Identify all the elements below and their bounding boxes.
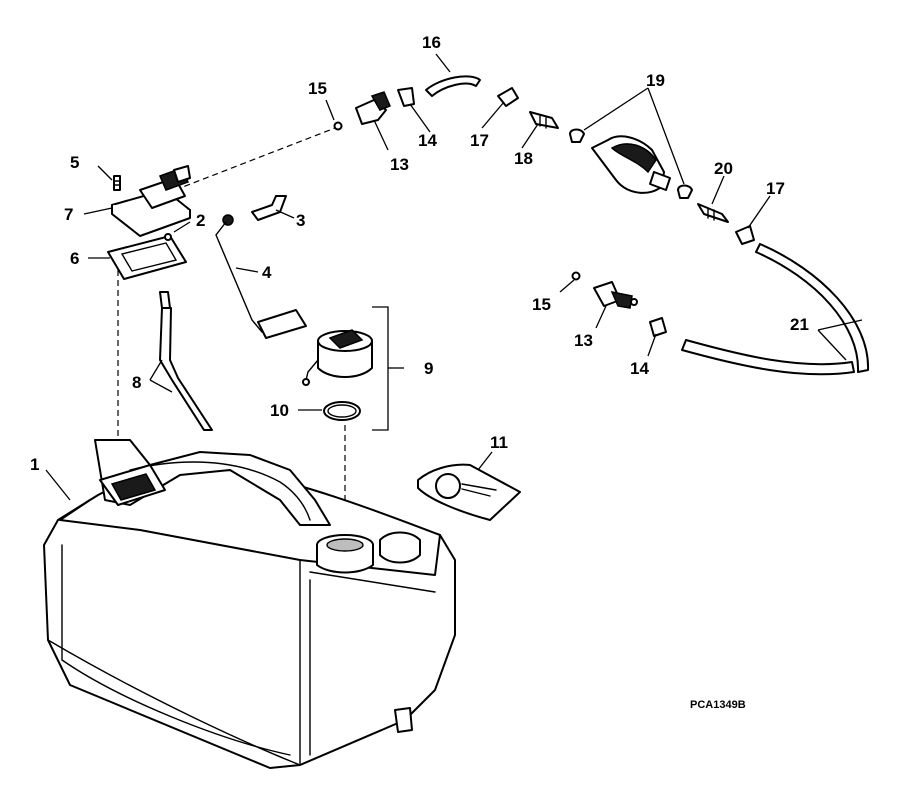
callout-11: 11 [490,433,508,452]
callout-4: 4 [262,263,272,282]
clamp-lower-14 [649,317,667,337]
callouts: 1 2 3 4 5 6 7 8 9 10 11 13 13 14 14 15 1… [30,33,809,711]
clamp-19a [569,128,585,143]
callout-1: 1 [30,455,39,474]
callout-18: 18 [514,149,533,168]
callout-7: 7 [64,205,73,224]
primer-bulb [591,135,671,194]
screw [113,175,121,191]
o-ring-lower [571,271,581,281]
fuel-hose-long [755,243,870,373]
callout-5: 5 [70,153,79,172]
callout-6: 6 [70,249,79,268]
hose-short [425,75,481,97]
callout-8: 8 [132,373,141,392]
clamp-right-17 [735,225,755,245]
callout-13-upper: 13 [390,155,409,174]
callout-13-lower: 13 [574,331,593,350]
bracket-9 [372,306,389,431]
leader-lines [45,53,863,501]
clamp-upper-17 [497,87,519,107]
connector-lower [593,281,638,309]
callout-9: 9 [424,359,433,378]
callout-14-upper: 14 [418,131,437,150]
callout-3: 3 [296,211,305,230]
connector-elbow [529,111,559,129]
callout-17-right: 17 [766,179,785,198]
connector-20 [697,203,729,223]
callout-19: 19 [646,71,665,90]
callout-21: 21 [790,315,809,334]
clamp-19b [677,184,693,199]
pickup-tube [159,291,213,431]
diagram-code: PCA1349B [690,699,746,711]
fuel-tank [43,439,456,769]
callout-17-upper: 17 [470,131,489,150]
filler-cap [302,329,373,386]
callout-2: 2 [196,211,205,230]
connector-upper [355,91,391,125]
float-arm [215,214,307,339]
callout-15-lower: 15 [532,295,551,314]
clamp-upper-14 [397,87,415,107]
alignment-line-connector [174,127,336,191]
callout-10: 10 [270,401,289,420]
callout-14-lower: 14 [630,359,649,378]
o-ring-small [164,233,172,241]
o-ring-upper [333,121,343,131]
callout-16: 16 [422,33,441,52]
decal [417,463,521,521]
connector-plate [111,165,191,237]
callout-15-upper: 15 [308,79,327,98]
callout-20: 20 [714,159,733,178]
gasket [107,235,187,280]
clip [251,195,287,221]
